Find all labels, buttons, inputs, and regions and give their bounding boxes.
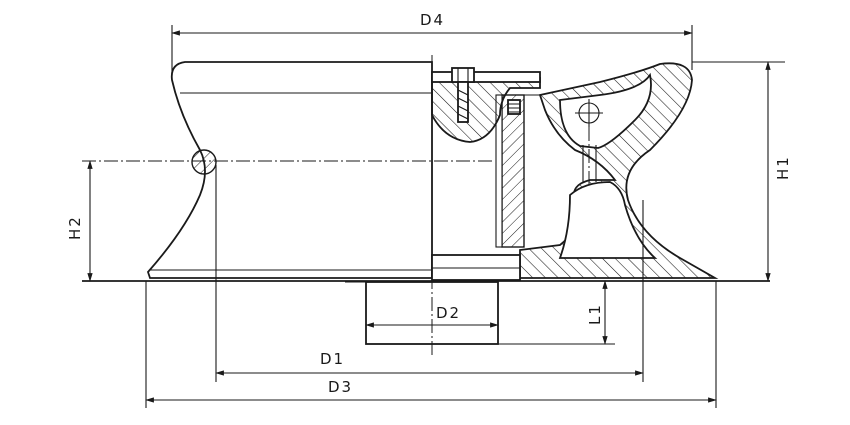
label-d3: D3 <box>328 378 353 396</box>
cap-plate <box>431 67 541 143</box>
label-h1: H1 <box>774 155 792 180</box>
pin <box>191 149 217 175</box>
label-l1: L1 <box>586 303 604 325</box>
dim-h2: H2 <box>66 160 93 282</box>
base-flange <box>431 254 521 281</box>
dim-d2: D2 <box>365 304 499 328</box>
dim-d4: D4 <box>171 11 693 75</box>
label-h2: H2 <box>66 215 84 240</box>
bushing <box>495 94 540 248</box>
bolt-head <box>451 67 475 83</box>
label-d4: D4 <box>420 11 445 29</box>
shaft <box>365 281 499 345</box>
dim-h1: H1 <box>692 61 792 282</box>
dim-d1: D1 <box>215 165 644 382</box>
label-d1: D1 <box>320 350 345 368</box>
bolt-shank <box>457 81 469 123</box>
dim-l1: L1 <box>498 280 615 345</box>
roller-section <box>519 62 719 279</box>
dim-d3: D3 <box>145 281 717 408</box>
roller-body <box>146 61 433 283</box>
label-d2: D2 <box>436 304 461 322</box>
